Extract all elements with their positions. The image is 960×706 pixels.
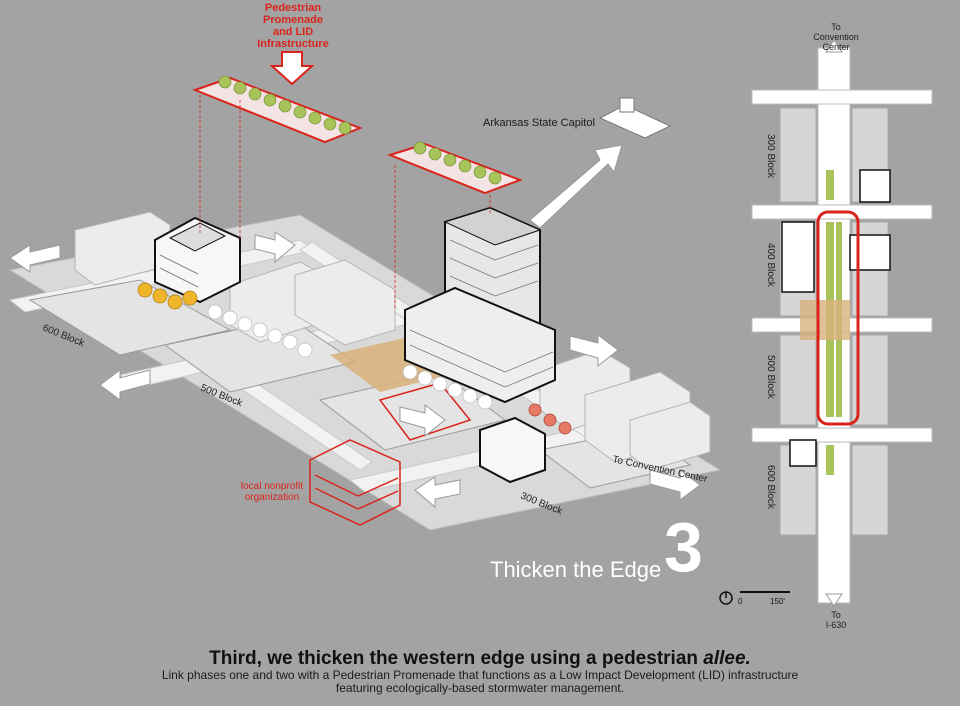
description: Link phases one and two with a Pedestria… [0, 669, 960, 695]
callout-line-2: Promenade [263, 14, 323, 26]
map-bottom-line-1: To [831, 610, 841, 620]
description-line-1: Link phases one and two with a Pedestria… [161, 668, 799, 682]
street-arrows [9, 144, 701, 509]
tower [404, 206, 556, 404]
callout-arrow [269, 51, 315, 86]
heading-emphasis: allee. [703, 648, 751, 669]
nonprofit-label: local nonprofit organization [232, 481, 312, 503]
capitol-label: Arkansas State Capitol [483, 117, 595, 129]
capitol-building [598, 97, 672, 139]
tree-row [137, 282, 572, 435]
map-bottom-label: To I-630 [806, 610, 866, 630]
scale-start-label: 0 [738, 597, 743, 606]
site-plan-map [751, 39, 933, 607]
map-label-500-block: 500 Block [765, 355, 776, 400]
map-top-line-3: Center [822, 42, 850, 52]
map-top-line-1: To [831, 22, 841, 32]
map-label-400-block: 400 Block [765, 243, 776, 288]
map-bottom-line-2: I-630 [825, 620, 847, 630]
nonprofit-line-2: organization [244, 492, 300, 503]
building-corner [479, 416, 546, 484]
map-label-300-block: 300 Block [765, 134, 776, 179]
nonprofit-line-1: local nonprofit [240, 481, 304, 492]
phase-number: 3 [664, 508, 703, 586]
main-heading: Third, we thicken the western edge using… [0, 648, 960, 670]
scale-end-label: 150' [770, 597, 785, 606]
description-line-2: featuring ecologically-based stormwater … [335, 681, 625, 695]
map-top-line-2: Convention [813, 32, 859, 42]
callout-line-4: Infrastructure [257, 38, 329, 50]
scale-bar: 0 150' [719, 591, 790, 606]
exploded-promenade [192, 75, 523, 310]
heading-prefix: Third, we thicken the western edge using… [209, 648, 704, 669]
nonprofit-building [309, 382, 472, 526]
phase-title: Thicken the Edge [490, 557, 662, 582]
callout-line-1: Pedestrian [264, 2, 322, 14]
building-phase-one [154, 216, 241, 304]
map-label-600-block: 600 Block [765, 465, 776, 510]
callout-line-3: and LID [272, 26, 314, 38]
map-top-label: To Convention Center [806, 22, 866, 52]
promenade-callout: Pedestrian Promenade and LID Infrastruct… [238, 2, 348, 50]
context-buildings [74, 211, 711, 471]
